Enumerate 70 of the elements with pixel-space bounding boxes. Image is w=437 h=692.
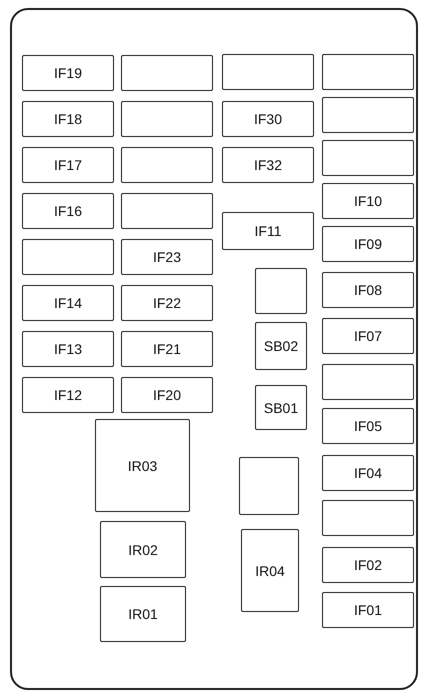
fuse-label: IF02 — [354, 557, 382, 573]
fuse-label: IR01 — [128, 606, 158, 622]
fuse-slot — [322, 455, 414, 491]
fuse-slot — [22, 377, 114, 413]
empty-fuse-slot — [322, 364, 414, 400]
fuse-label: SB01 — [264, 400, 298, 416]
fuse-label: IF22 — [152, 295, 181, 311]
empty-fuse-slot — [22, 239, 114, 275]
fuse-slot — [241, 529, 299, 612]
fuse-label: IR04 — [255, 562, 285, 578]
fuse-label: IF32 — [254, 157, 282, 173]
fuse-label: IF09 — [354, 236, 382, 252]
fuse-slot — [322, 183, 414, 219]
fuse-slot — [22, 193, 114, 229]
fuse-label: IF12 — [54, 387, 82, 403]
fuse-slot — [222, 147, 314, 183]
fuse-slot — [121, 239, 213, 275]
fuse-label: IF21 — [152, 341, 181, 357]
fuse-slot — [100, 521, 186, 578]
fuse-label: SB02 — [264, 338, 298, 354]
fuse-label: IF19 — [54, 65, 82, 81]
empty-fuse-slot — [121, 193, 213, 229]
empty-fuse-slot — [322, 97, 414, 133]
fuse-slot — [100, 586, 186, 642]
empty-fuse-slot — [121, 147, 213, 183]
fuse-slot — [22, 285, 114, 321]
fuse-slot — [121, 331, 213, 367]
fuse-label: IF13 — [54, 341, 82, 357]
fuse-label: IR02 — [128, 542, 158, 558]
fuse-slot — [121, 377, 213, 413]
fuse-label: IF14 — [54, 295, 82, 311]
fuse-label: IF23 — [152, 249, 181, 265]
fuse-label: IF16 — [54, 203, 82, 219]
fuse-slot — [22, 147, 114, 183]
fuse-slot — [22, 331, 114, 367]
fuse-slot — [255, 322, 307, 370]
fuse-slot — [322, 272, 414, 308]
empty-fuse-slot — [255, 268, 307, 314]
fuse-label: IF18 — [54, 111, 82, 127]
empty-fuse-slot — [322, 54, 414, 90]
fuse-slot — [222, 101, 314, 137]
empty-fuse-slot — [239, 457, 299, 515]
empty-fuse-slot — [222, 54, 314, 90]
fuse-slot — [322, 592, 414, 628]
fuse-label: IF20 — [152, 387, 181, 403]
fuse-label: IF11 — [254, 223, 282, 239]
fuse-slot — [255, 385, 307, 430]
fuse-slot — [322, 547, 414, 583]
fuse-slot — [95, 419, 190, 512]
empty-fuse-slot — [322, 140, 414, 176]
fuse-label: IF05 — [354, 418, 382, 434]
fuse-slot — [121, 285, 213, 321]
fuse-label: IF08 — [354, 282, 382, 298]
fuse-label: IF30 — [254, 111, 282, 127]
fuse-slot — [322, 408, 414, 444]
fuse-label: IF01 — [354, 602, 382, 618]
fuse-slot — [22, 101, 114, 137]
empty-fuse-slot — [322, 500, 414, 536]
empty-fuse-slot — [121, 55, 213, 91]
fuse-slot — [22, 55, 114, 91]
fuse-slot — [222, 212, 314, 250]
fuse-label: IF04 — [354, 465, 382, 481]
fuse-label: IF07 — [354, 328, 382, 344]
fuse-label: IF17 — [54, 157, 82, 173]
fuse-label: IF10 — [354, 193, 382, 209]
fuse-slot — [322, 226, 414, 262]
fuse-panel — [10, 8, 418, 690]
fuse-label: IR03 — [128, 458, 158, 474]
fuse-slot — [322, 318, 414, 354]
empty-fuse-slot — [121, 101, 213, 137]
